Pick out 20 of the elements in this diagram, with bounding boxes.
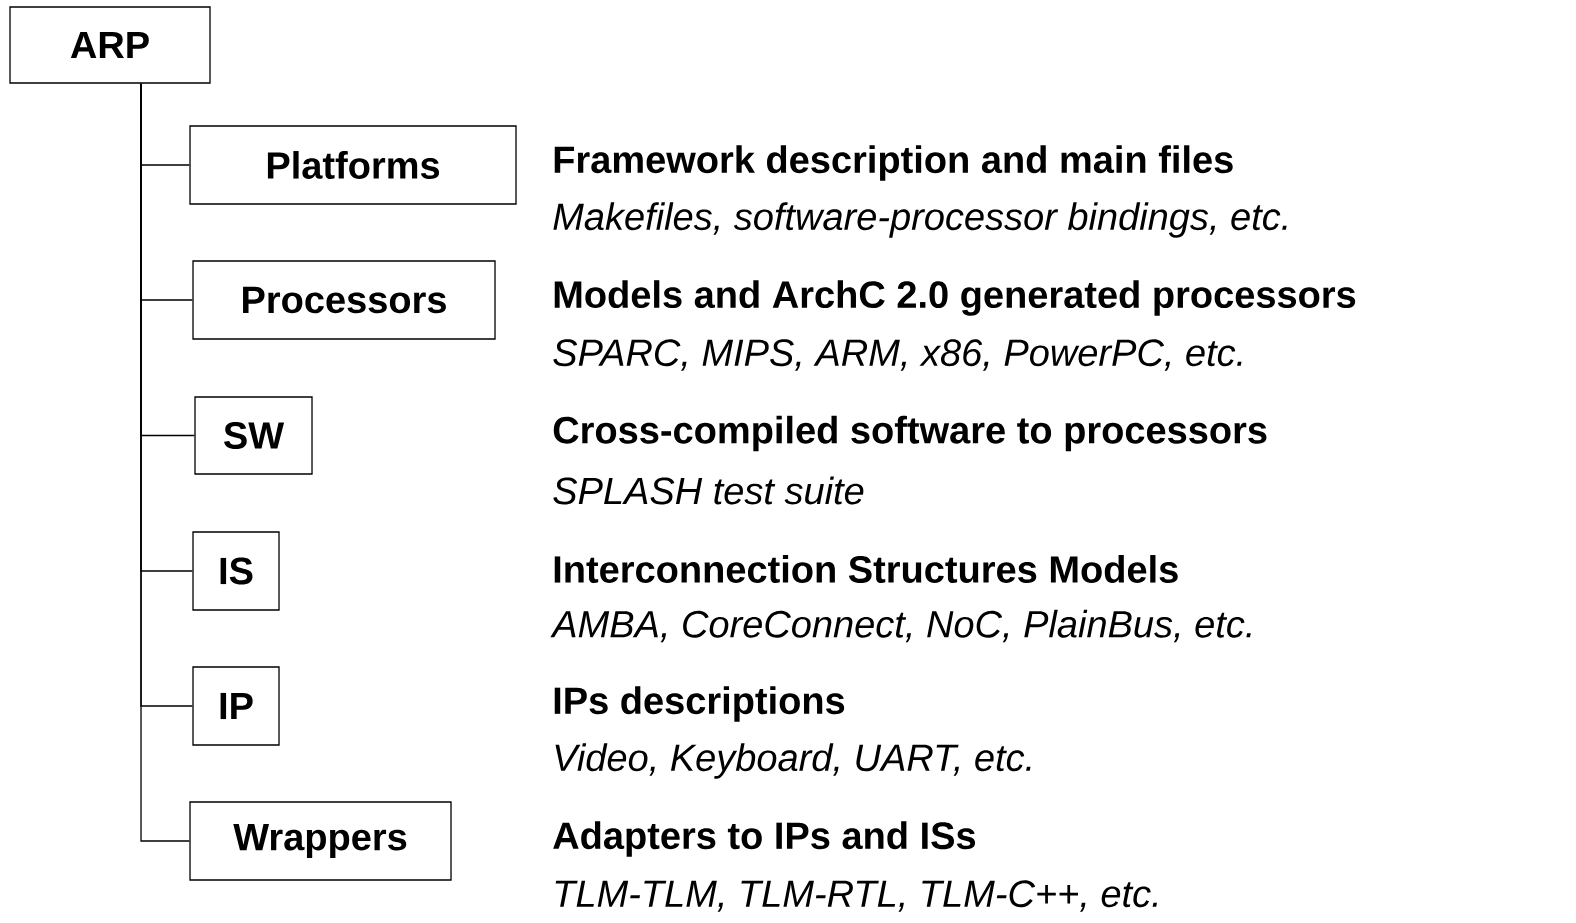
description-heading: Framework description and main files: [554, 145, 1233, 181]
example-text: Video, Keyboard, UART, etc.: [555, 743, 1031, 779]
category-box: Wrappers: [189, 801, 452, 881]
example-text: SPARC, MIPS, ARM, x86, PowerPC, etc.: [553, 339, 1242, 371]
example-text: SPLASH test suite: [553, 476, 864, 505]
example-text: AMBA, CoreConnect, NoC, PlainBus, etc.: [550, 609, 1251, 643]
description-heading: Interconnection Structures Models: [554, 555, 1178, 583]
example-text: TLM-TLM, TLM-RTL, TLM-C++, etc.: [555, 880, 1157, 912]
example-text: Makefiles, software-processor bindings, etc.: [553, 202, 1287, 238]
description-heading: Cross-compiled software to processors: [553, 415, 1267, 452]
description-heading: Adapters to IPs and ISs: [553, 821, 976, 857]
description-heading: Models and ArchC 2.0 generated processors: [554, 280, 1356, 316]
description-heading: IPs descriptions: [554, 686, 845, 722]
category-box: Platforms: [189, 125, 517, 205]
root-box: ARP: [9, 6, 211, 84]
category-box: IS: [192, 531, 280, 611]
tree-connector: [140, 83, 190, 842]
category-box: Processors: [192, 260, 496, 340]
category-box: SW: [194, 396, 313, 475]
category-box: IP: [192, 666, 280, 746]
